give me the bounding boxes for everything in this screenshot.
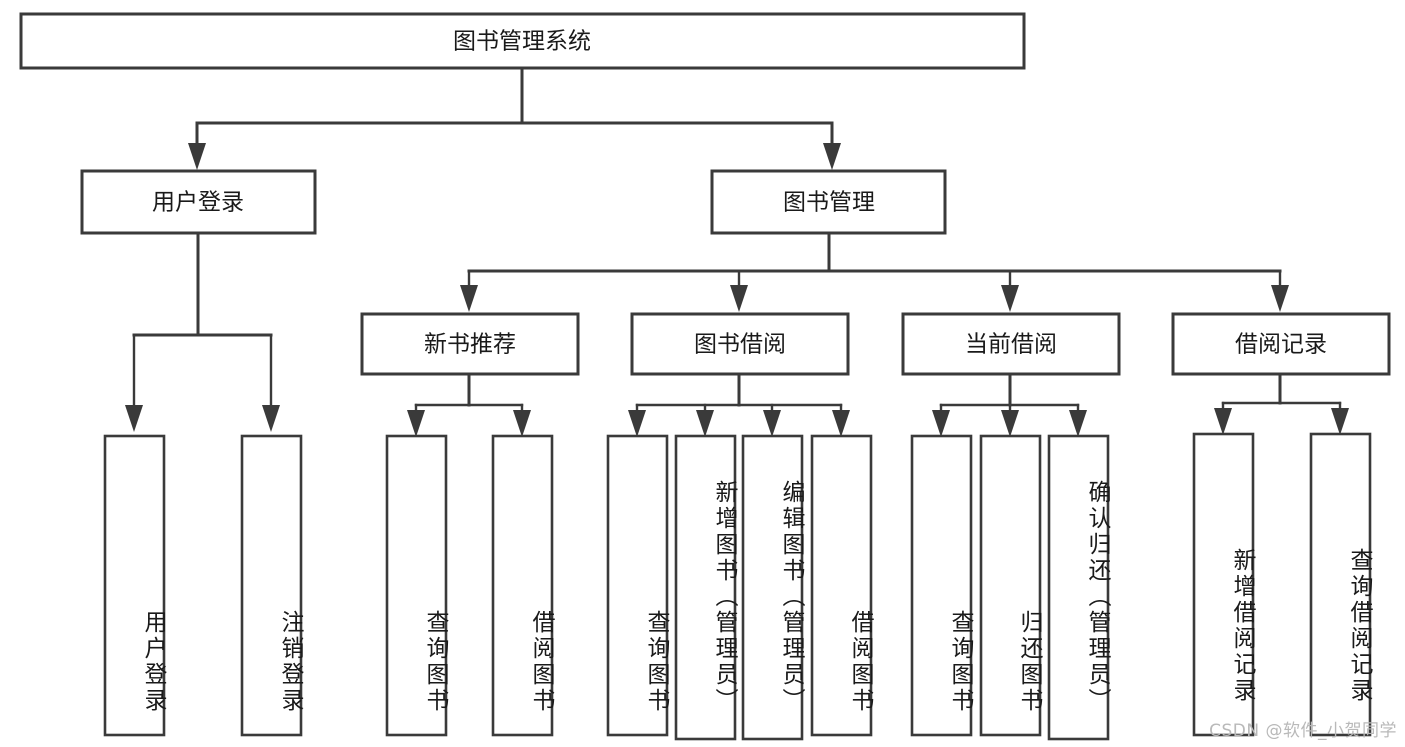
arrow-down-icon [823, 143, 841, 170]
arrow-down-icon [1001, 410, 1019, 437]
connector-borrowrecord-to-leaves [1214, 372, 1349, 435]
leaf-box-edit-book[interactable] [741, 434, 804, 741]
node-borrow-record-label: 借阅记录 [1235, 332, 1327, 358]
leaf-box-query-book-1[interactable] [385, 434, 448, 737]
connector-userlogin-to-leaves [125, 231, 280, 432]
connector-bookmanage-to-level3 [460, 231, 1289, 312]
arrow-down-icon [262, 405, 280, 432]
leaf-box-add-record[interactable] [1192, 432, 1255, 737]
node-borrow-record[interactable]: 借阅记录 [1171, 312, 1391, 376]
node-book-manage[interactable]: 图书管理 [710, 169, 947, 235]
node-book-borrow[interactable]: 图书借阅 [630, 312, 850, 376]
node-root-label: 图书管理系统 [453, 29, 591, 55]
arrow-down-icon [1271, 285, 1289, 312]
arrow-down-icon [696, 410, 714, 437]
leaf-box-query-book-2[interactable] [606, 434, 669, 737]
node-new-book-recommend-box[interactable] [360, 312, 580, 376]
arrow-down-icon [188, 143, 206, 170]
node-book-borrow-box[interactable] [630, 312, 850, 376]
leaf-box-add-book[interactable] [674, 434, 737, 741]
node-new-book-recommend-label: 新书推荐 [424, 332, 516, 358]
connector-root-to-level2 [188, 66, 841, 170]
node-user-login[interactable]: 用户登录 [80, 169, 317, 235]
arrow-down-icon [1069, 410, 1087, 437]
arrow-down-icon [1331, 408, 1349, 435]
connector-currentborrow-to-leaves [932, 372, 1087, 437]
node-book-manage-label: 图书管理 [783, 190, 875, 216]
csdn-watermark: CSDN @软件_小贺同学 [1209, 721, 1397, 741]
leaf-box-confirm-return[interactable] [1047, 434, 1110, 741]
node-current-borrow-label: 当前借阅 [965, 332, 1057, 358]
arrow-down-icon [1001, 285, 1019, 312]
arrow-down-icon [932, 410, 950, 437]
arrow-down-icon [125, 405, 143, 432]
arrow-down-icon [1214, 408, 1232, 435]
node-borrow-record-box[interactable] [1171, 312, 1391, 376]
arrow-down-icon [730, 285, 748, 312]
connector-newbook-to-leaves [407, 372, 531, 437]
node-user-login-label: 用户登录 [152, 190, 244, 216]
arrow-down-icon [407, 410, 425, 437]
arrow-down-icon [628, 410, 646, 437]
leaf-box-query-book-3[interactable] [910, 434, 973, 737]
node-root-box[interactable] [19, 12, 1026, 70]
leaf-box-return-book[interactable] [979, 434, 1042, 737]
arrow-down-icon [513, 410, 531, 437]
leaf-box-user-logout[interactable] [240, 434, 303, 737]
node-root[interactable]: 图书管理系统 [19, 12, 1026, 70]
arrow-down-icon [832, 410, 850, 437]
leaf-box-borrow-book-1[interactable] [491, 434, 554, 737]
leaf-box-query-record[interactable] [1309, 432, 1372, 737]
leaf-box-user-login[interactable] [103, 434, 166, 737]
arrow-down-icon [763, 410, 781, 437]
node-book-borrow-label: 图书借阅 [694, 332, 786, 358]
node-book-manage-box[interactable] [710, 169, 947, 235]
node-new-book-recommend[interactable]: 新书推荐 [360, 312, 580, 376]
connector-bookborrow-to-leaves [628, 372, 850, 437]
arrow-down-icon [460, 285, 478, 312]
node-current-borrow-box[interactable] [901, 312, 1121, 376]
node-user-login-box[interactable] [80, 169, 317, 235]
leaf-box-borrow-book-2[interactable] [810, 434, 873, 737]
node-current-borrow[interactable]: 当前借阅 [901, 312, 1121, 376]
